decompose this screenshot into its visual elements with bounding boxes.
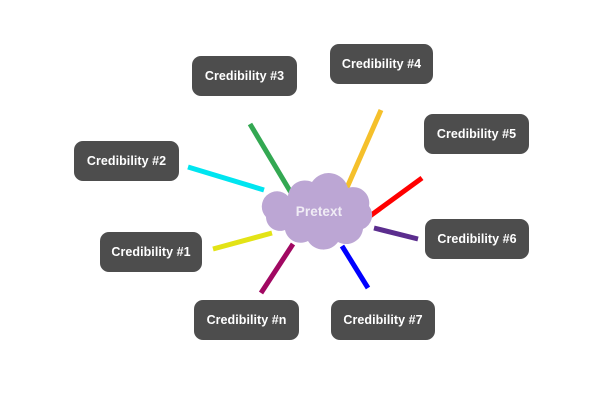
node-label: Credibility #4 (341, 57, 422, 71)
node-label: Credibility #2 (86, 154, 167, 168)
connector-line-credibility-7 (339, 244, 371, 290)
node-credibility-4[interactable]: Credibility #4 (330, 44, 433, 84)
connector-line-credibility-n (258, 242, 296, 295)
cloud-shape-icon (261, 173, 373, 250)
node-label: Credibility #5 (436, 127, 517, 141)
node-credibility-n[interactable]: Credibility #n (194, 300, 299, 340)
node-credibility-5[interactable]: Credibility #5 (424, 114, 529, 154)
center-node-pretext[interactable]: Pretext (258, 172, 380, 250)
node-label: Credibility #6 (437, 232, 517, 246)
connector-line-credibility-5 (368, 175, 424, 219)
node-label: Credibility #3 (204, 69, 285, 83)
connector-line-credibility-1 (212, 230, 273, 252)
node-credibility-3[interactable]: Credibility #3 (192, 56, 297, 96)
connector-line-credibility-3 (247, 122, 296, 198)
connector-line-credibility-4 (339, 108, 384, 201)
node-credibility-6[interactable]: Credibility #6 (425, 219, 529, 259)
node-label: Credibility #1 (111, 245, 191, 259)
node-credibility-7[interactable]: Credibility #7 (331, 300, 435, 340)
connector-line-credibility-6 (373, 225, 419, 242)
node-label: Credibility #7 (343, 313, 423, 327)
node-credibility-2[interactable]: Credibility #2 (74, 141, 179, 181)
node-label: Credibility #n (206, 313, 287, 327)
node-credibility-1[interactable]: Credibility #1 (100, 232, 202, 272)
connector-line-credibility-2 (187, 164, 265, 193)
